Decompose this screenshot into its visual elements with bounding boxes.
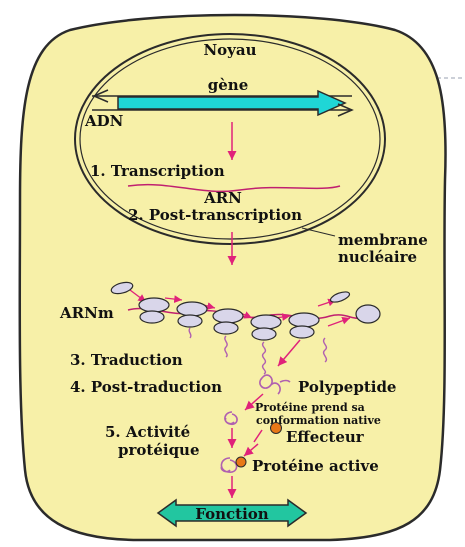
free-ribosome-subunits	[110, 281, 381, 324]
effector-binding-arrow	[243, 443, 259, 457]
function-double-arrow	[156, 498, 308, 528]
membrane-label-line1: membrane	[338, 231, 428, 249]
active-protein-label: Protéine active	[252, 457, 379, 475]
folded-protein	[224, 411, 238, 426]
folding-arrow	[244, 393, 264, 411]
effector-pointer	[253, 429, 263, 443]
conformation-label-line1: Protéine prend sa	[255, 401, 365, 414]
polypeptide-label: Polypeptide	[298, 378, 396, 396]
rna-label: ARN	[203, 189, 242, 207]
rna-strand	[127, 183, 341, 193]
nucleus-membrane-inner	[79, 38, 381, 240]
translation-arrow	[277, 339, 301, 367]
membrane-pointer-line	[301, 227, 336, 237]
polypeptide-coil	[259, 374, 291, 395]
gene-label: gène	[208, 76, 248, 94]
effector-molecule	[270, 422, 282, 434]
traduction-label: 3. Traduction	[70, 351, 183, 369]
transcription-label: 1. Transcription	[90, 162, 225, 180]
nucleus-label: Noyau	[203, 41, 256, 59]
function-label: Fonction	[195, 505, 269, 523]
activity-label-line1: 5. Activité	[105, 423, 190, 441]
dna-gene	[92, 89, 354, 117]
mrna-label: ARNm	[59, 304, 114, 322]
post-traduction-label: 4. Post-traduction	[70, 378, 222, 396]
effector-label: Effecteur	[286, 428, 365, 446]
cell-outline	[18, 13, 447, 542]
active-protein	[220, 457, 238, 473]
bound-effector	[235, 456, 247, 468]
conformation-label-line2: conformation native	[256, 414, 381, 427]
membrane-label-line2: nucléaire	[338, 248, 417, 266]
gene-bar	[117, 89, 347, 117]
nucleus-membrane-outer	[74, 33, 386, 245]
ribosomes	[138, 297, 320, 341]
nascent-polypeptides	[188, 327, 328, 375]
activity-label-line2: protéique	[118, 441, 200, 459]
post-transcription-label: 2. Post-transcription	[128, 206, 302, 224]
dna-label: ADN	[84, 112, 124, 130]
